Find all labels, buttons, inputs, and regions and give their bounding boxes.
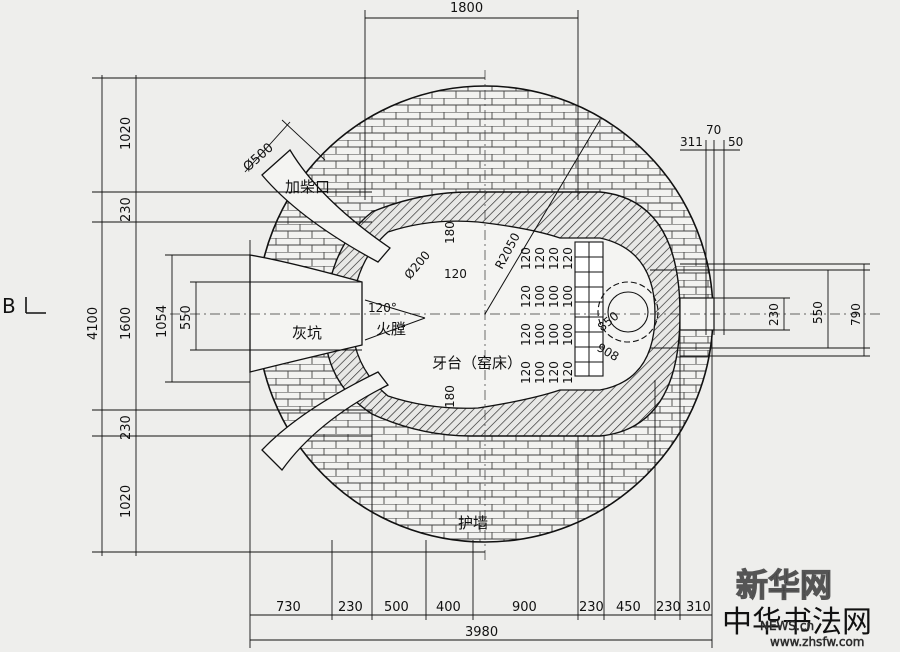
grid-dim-c2-r2: 100 xyxy=(547,323,561,346)
protect-wall-label: 护墙 xyxy=(458,514,488,532)
kiln-bed-label: 牙台（窑床） xyxy=(432,354,522,372)
ash-pit xyxy=(249,254,363,373)
bottom-seg-4: 900 xyxy=(512,600,537,615)
grid-dims: 120 120 120 120 120 100 100 100 120 100 … xyxy=(519,247,575,384)
section-label: B xyxy=(2,294,16,318)
angle-line-a xyxy=(364,299,426,319)
watermark-brand2: 中华书法网 xyxy=(722,605,872,640)
bottom-seg-5: 230 xyxy=(579,600,604,615)
dim-inner-550: 550 xyxy=(179,305,194,330)
grid-dim-c1-r2: 100 xyxy=(533,323,547,346)
fire-chamber-label: 火膛 xyxy=(376,320,406,338)
dim-left-4100: 4100 xyxy=(86,307,101,340)
bottom-total: 3980 xyxy=(465,625,498,640)
feed-port-lower xyxy=(261,371,389,471)
dim-right-550: 550 xyxy=(811,301,825,324)
watermark-url2: www.zhsfw.com xyxy=(770,635,864,649)
dim-left-230-bot: 230 xyxy=(119,415,134,440)
dim-180-bot: 180 xyxy=(443,385,457,408)
dim-right-50: 50 xyxy=(728,135,743,149)
grid-dim-c0-r3: 120 xyxy=(519,361,533,384)
grid-dim-c2-r1: 100 xyxy=(547,285,561,308)
dim-180-top: 180 xyxy=(443,221,457,244)
grid-dim-c1-r1: 100 xyxy=(533,285,547,308)
dim-right-311: 311 xyxy=(680,135,703,149)
bottom-seg-3: 400 xyxy=(436,600,461,615)
dim-left-1600: 1600 xyxy=(119,307,134,340)
section-mark: B xyxy=(2,294,46,318)
radius-line xyxy=(484,119,601,315)
grid-dim-c0-r0: 120 xyxy=(519,247,533,270)
watermark-brand: 新华网 xyxy=(736,566,832,604)
dim-angle-120: 120° xyxy=(368,301,397,315)
dim-right-70: 70 xyxy=(706,123,721,137)
grid-dim-c3-r0: 120 xyxy=(561,247,575,270)
chimney-circle-outer xyxy=(597,281,659,343)
bottom-seg-1: 230 xyxy=(338,600,363,615)
grid-dim-c2-r3: 120 xyxy=(547,361,561,384)
grid-dim-c3-r3: 120 xyxy=(561,361,575,384)
bottom-seg-7: 230 xyxy=(656,600,681,615)
dim-top-1800: 1800 xyxy=(450,1,483,16)
dim-120: 120 xyxy=(444,267,467,281)
watermark: 新华网 中华书法网 NEWS.cn www.zhsfw.com xyxy=(722,565,872,649)
dimension-lines xyxy=(92,10,870,648)
dim-right-790: 790 xyxy=(849,303,863,326)
grid-dim-c1-r3: 100 xyxy=(533,361,547,384)
grid-dim-c0-r1: 120 xyxy=(519,285,533,308)
grid-dim-c0-r2: 120 xyxy=(519,323,533,346)
grid-dim-c3-r1: 100 xyxy=(561,285,575,308)
flue-grid xyxy=(574,241,604,377)
bottom-seg-6: 450 xyxy=(616,600,641,615)
grid-dim-c1-r0: 120 xyxy=(533,247,547,270)
ash-pit-label: 灰坑 xyxy=(292,324,322,342)
dim-right-230: 230 xyxy=(767,303,781,326)
dim-inner-1054: 1054 xyxy=(155,305,170,338)
bottom-seg-8: 310 xyxy=(686,600,711,615)
bottom-dims: 730 230 500 400 900 230 450 230 310 3980 xyxy=(276,600,711,640)
feed-port-label: 加柴口 xyxy=(285,178,330,196)
dim-left-1020-bot: 1020 xyxy=(119,485,134,518)
watermark-url1: NEWS.cn xyxy=(760,619,814,633)
dim-left-230-top: 230 xyxy=(119,197,134,222)
chimney-circle-inner xyxy=(607,291,649,333)
bottom-seg-0: 730 xyxy=(276,600,301,615)
feed-port-upper xyxy=(261,148,391,263)
grid-dim-c3-r2: 100 xyxy=(561,323,575,346)
grid-dim-c2-r0: 120 xyxy=(547,247,561,270)
bottom-seg-2: 500 xyxy=(384,600,409,615)
dim-left-1020-top: 1020 xyxy=(119,117,134,150)
angle-line-b xyxy=(364,317,426,341)
